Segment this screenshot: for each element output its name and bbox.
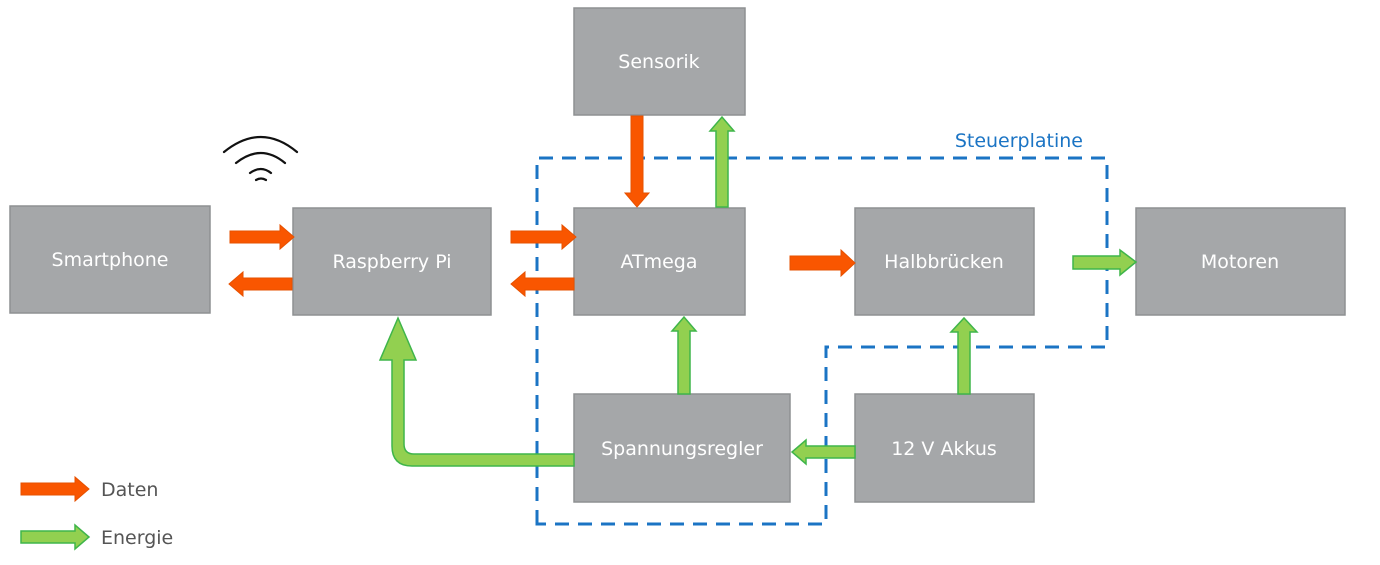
- node-halbbruecken: Halbbrücken: [854, 207, 1035, 316]
- arrow-atmega-to-halbbruecken: [789, 248, 856, 278]
- arrow-atmega-to-sensorik: [708, 115, 736, 208]
- node-label: 12 V Akkus: [891, 438, 997, 460]
- node-smartphone: Smartphone: [9, 205, 211, 314]
- steuerplatine-label: Steuerplatine: [955, 130, 1083, 152]
- node-label: Halbbrücken: [884, 251, 1004, 273]
- wifi-icon: [222, 135, 299, 182]
- node-raspberry-pi: Raspberry Pi: [292, 207, 492, 316]
- node-spannungsregler: Spannungsregler: [573, 393, 791, 503]
- legend: Daten Energie: [20, 475, 173, 551]
- node-label: Sensorik: [618, 51, 699, 73]
- arrow-raspberry-to-smartphone: [228, 270, 293, 298]
- node-label: Smartphone: [52, 249, 169, 271]
- arrow-atmega-to-raspberry: [510, 270, 575, 298]
- node-motoren: Motoren: [1135, 207, 1346, 316]
- arrow-spannungsregler-to-atmega: [670, 315, 698, 395]
- node-label: Motoren: [1201, 251, 1279, 273]
- node-label: Raspberry Pi: [332, 251, 451, 273]
- node-label: ATmega: [620, 251, 697, 273]
- arrow-halbbruecken-to-motoren: [1072, 248, 1138, 277]
- arrow-akkus-to-spannungsregler: [790, 438, 856, 466]
- arrow-raspberry-to-atmega: [510, 223, 577, 251]
- legend-energy-arrow-icon: [20, 523, 91, 551]
- legend-item-energy: Energie: [20, 523, 173, 551]
- arrow-akkus-to-halbbruecken: [949, 316, 979, 395]
- arrow-sensorik-to-atmega: [623, 115, 651, 208]
- legend-data-arrow-icon: [20, 475, 90, 503]
- node-sensorik: Sensorik: [573, 7, 746, 116]
- arrow-spannungsregler-to-raspberry: [378, 316, 575, 467]
- legend-data-label: Daten: [101, 479, 158, 501]
- legend-item-data: Daten: [20, 475, 158, 503]
- node-atmega: ATmega: [573, 207, 746, 316]
- node-12v-akkus: 12 V Akkus: [854, 393, 1035, 503]
- legend-energy-label: Energie: [101, 527, 173, 549]
- arrow-smartphone-to-raspberry: [229, 223, 295, 251]
- node-label: Spannungsregler: [601, 438, 763, 460]
